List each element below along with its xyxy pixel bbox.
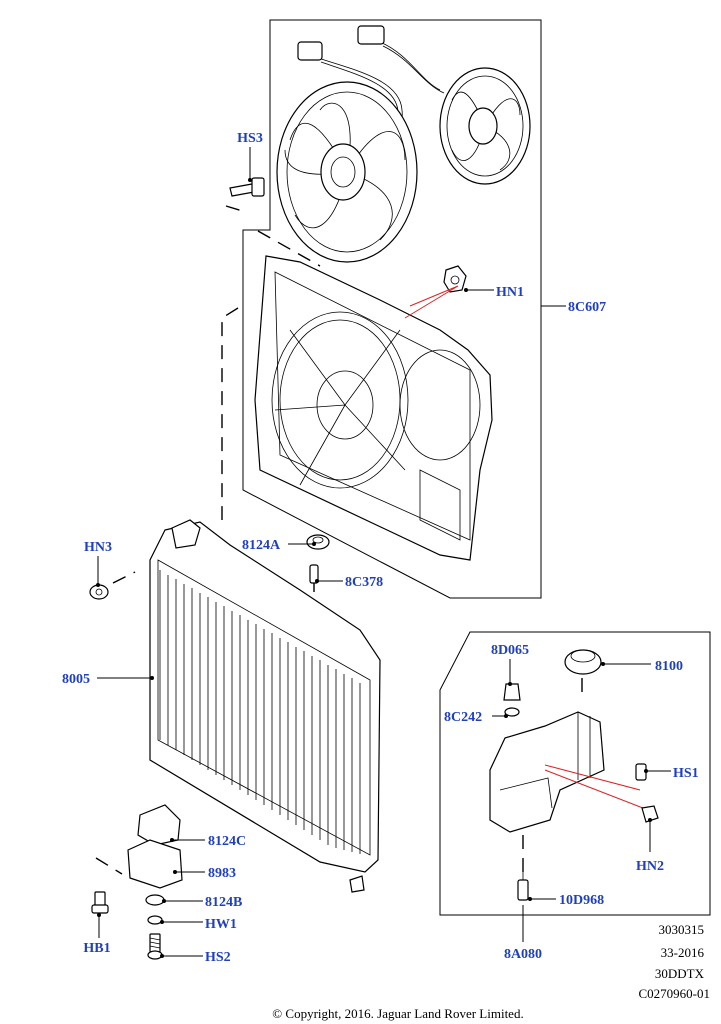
8c378-sensor [309, 564, 319, 584]
8a080-sensor [517, 860, 529, 901]
callout-hn2: HN2 [636, 859, 664, 874]
leader-lines [96, 147, 671, 958]
callout-8a080: 8A080 [504, 947, 542, 962]
8124a-grommet [306, 534, 330, 550]
callout-8c378: 8C378 [345, 575, 383, 590]
hn1-nut [443, 265, 467, 293]
hw1-washer [147, 915, 163, 925]
callout-8c242: 8C242 [444, 710, 482, 725]
callout-hn1: HN1 [496, 285, 524, 300]
8983-mount [127, 839, 183, 889]
hn2-nut [641, 805, 659, 823]
callout-8124c: 8124C [208, 834, 246, 849]
large-cooling-fan [276, 81, 418, 263]
callout-8124a: 8124A [242, 538, 281, 553]
assembly-guide-dashed [95, 857, 123, 875]
radiator [149, 519, 381, 893]
callout-8124b: 8124B [205, 895, 242, 910]
callout-hs2: HS2 [205, 950, 231, 965]
fan-assembly-group-box [242, 19, 542, 599]
assembly-guide-dashed [225, 205, 247, 213]
callout-8005: 8005 [62, 672, 90, 687]
assembly-guide-dashed [257, 230, 321, 267]
callout-8c607: 8C607 [568, 300, 606, 315]
8124b-washer [145, 894, 165, 906]
hb1-bolt [91, 891, 109, 914]
reference-line-1: 3030315 [659, 922, 705, 937]
copyright-notice: © Copyright, 2016. Jaguar Land Rover Lim… [272, 1006, 523, 1021]
assembly-guide-dashed [112, 571, 136, 584]
callout-hs3: HS3 [237, 131, 263, 146]
callout-8100: 8100 [655, 659, 683, 674]
hs2-bolt [147, 933, 163, 960]
hn1-red-leader [404, 285, 459, 319]
expansion-tank-group-box [439, 631, 711, 916]
fan-shroud [254, 255, 493, 561]
callout-hs1: HS1 [673, 766, 699, 781]
reference-line-4: C0270960-01 [639, 986, 711, 1001]
callout-10d968: 10D968 [559, 893, 604, 908]
reference-line-2: 33-2016 [661, 945, 705, 960]
callout-hb1: HB1 [83, 941, 110, 956]
callout-hn3: HN3 [84, 540, 112, 555]
hs3-bolt [229, 177, 265, 197]
assembly-guide-dashed [221, 307, 239, 520]
8d065-sensor [503, 683, 521, 701]
callout-8983: 8983 [208, 866, 236, 881]
tank-red-leader [544, 764, 649, 811]
expansion-tank [489, 711, 605, 833]
small-cooling-fan [439, 67, 531, 185]
8c242-o-ring [504, 707, 520, 717]
callout-hw1: HW1 [205, 917, 237, 932]
hn3-nut [89, 584, 109, 600]
reference-line-3: 30DDTX [655, 966, 705, 981]
8100-filler-cap [564, 649, 602, 675]
callout-8d065: 8D065 [491, 643, 529, 658]
